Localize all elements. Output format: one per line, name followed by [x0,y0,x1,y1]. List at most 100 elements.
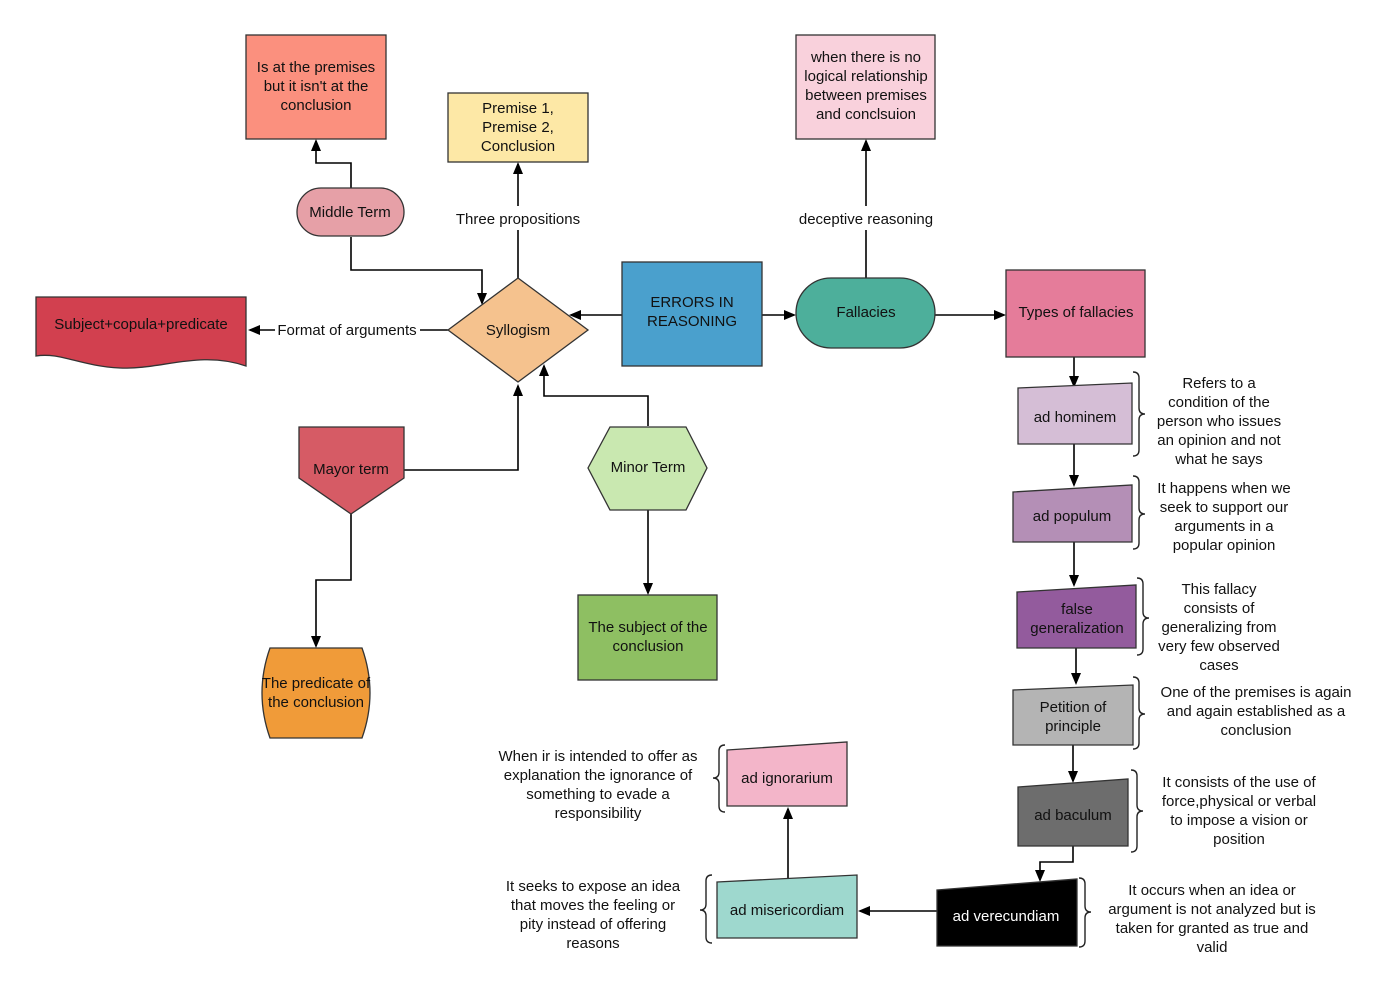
syllogism-diamond [446,277,590,383]
annotation-petition: One of the premises is again and again e… [1161,684,1352,739]
annotation-ad-populum-line-1: It happens when we [1157,480,1290,497]
subject-conclusion-box [577,594,718,681]
annotation-ad-hominem-line-4: an opinion and not [1157,432,1281,449]
annotation-ad-hominem: Refers to a condition of the person who … [1157,375,1282,468]
mayor-term-shape [298,426,405,515]
annotation-false-generalization-line-3: generalizing from [1161,619,1276,636]
deceptive-reasoning-label: deceptive reasoning [799,211,933,228]
annotation-ad-baculum: It consists of the use of force,physical… [1162,774,1317,848]
middle-def-line-2: but it isn't at the [264,78,369,95]
annotation-ad-hominem-line-5: what he says [1174,451,1263,468]
ad-populum-label: ad populum [1033,508,1111,525]
brace-ad-ignorarium [712,744,726,813]
middle-def-line-3: conclusion [281,97,352,114]
ad-ignorarium-shape [726,741,848,807]
node-ad-populum[interactable]: ad populum [1012,484,1133,543]
edge-baculum-verecundiam [1035,846,1074,882]
false-generalization-line-2: generalization [1030,620,1123,637]
deceptive-reasoning-label-bg [792,206,940,230]
node-middle-term-definition[interactable]: Is at the premises but it isn't at the c… [245,34,387,140]
brace-petition [1132,676,1146,750]
no-logical-line-1: when there is no [810,49,921,66]
node-minor-term[interactable]: Minor Term [587,426,708,511]
edge-mayor-predicate [311,514,352,648]
premises-line-2: Premise 2, [482,119,554,136]
mayor-term-label: Mayor term [313,461,389,478]
ad-hominem-label: ad hominem [1034,409,1117,426]
node-errors-in-reasoning[interactable]: ERRORS IN REASONING [621,261,763,367]
annotation-ad-ignorarium-line-3: something to evade a [526,786,670,803]
brace-ad-populum [1132,475,1146,550]
annotation-ad-hominem-line-2: condition of the [1168,394,1270,411]
node-ad-misericordiam[interactable]: ad misericordiam [716,874,858,939]
node-subject-copula-predicate[interactable]: Subject+copula+predicate [35,296,247,369]
node-fallacies[interactable]: Fallacies [795,277,936,349]
node-ad-verecundiam[interactable]: ad verecundiam [936,878,1078,947]
annotation-ad-populum-line-3: arguments in a [1174,518,1274,535]
brace-ad-baculum [1130,769,1144,853]
node-subject-of-conclusion[interactable]: The subject of the conclusion [577,594,718,681]
petition-line-1: Petition of [1040,699,1108,716]
subject-copula-shape [35,296,247,369]
node-petition-of-principle[interactable]: Petition of principle [1012,684,1134,746]
predicate-line-1: The predicate of [262,675,371,692]
annotation-ad-ignorarium-line-1: When ir is intended to offer as [499,748,698,765]
no-logical-line-4: and conclsuion [816,106,916,123]
node-types-of-fallacies[interactable]: Types of fallacies [1005,269,1146,358]
node-ad-baculum[interactable]: ad baculum [1017,778,1129,847]
brace-false-generalization [1136,577,1150,656]
brace-ad-hominem [1132,371,1146,457]
minor-term-hexagon [587,426,708,511]
middle-def-line-1: Is at the premises [257,59,375,76]
annotation-petition-line-2: and again established as a [1167,703,1346,720]
annotation-ad-baculum-line-4: position [1213,831,1265,848]
annotation-ad-misericordiam-line-1: It seeks to expose an idea [506,878,681,895]
three-propositions-label-bg [450,206,586,230]
annotation-false-generalization-line-5: cases [1199,657,1238,674]
types-label: Types of fallacies [1018,304,1133,321]
brace-ad-misericordiam [699,874,713,944]
no-logical-line-3: between premises [805,87,927,104]
node-mayor-term[interactable]: Mayor term [298,426,405,515]
annotation-ad-ignorarium-line-4: responsibility [555,805,642,822]
node-predicate-of-conclusion[interactable]: The predicate of the conclusion [261,647,371,739]
types-box [1005,269,1146,358]
fallacies-label: Fallacies [836,304,895,321]
annotation-ad-misericordiam-line-3: pity instead of offering [520,916,666,933]
middle-term-label: Middle Term [309,204,390,221]
annotation-ad-hominem-line-1: Refers to a [1182,375,1256,392]
ad-hominem-shape [1017,382,1133,445]
errors-box [621,261,763,367]
ad-populum-shape [1012,484,1133,543]
annotation-braces [699,371,1150,948]
ad-verecundiam-shape [936,878,1078,947]
errors-line-1: ERRORS IN [650,294,733,311]
node-no-logical-relationship[interactable]: when there is no logical relationship be… [795,34,936,140]
edge-minor-syllogism [539,364,649,426]
subject-conclusion-line-2: conclusion [613,638,684,655]
syllogism-label: Syllogism [486,322,550,339]
premises-line-3: Conclusion [481,138,555,155]
node-ad-ignorarium[interactable]: ad ignorarium [726,741,848,807]
annotation-ad-verecundiam-line-2: argument is not analyzed but is [1108,901,1316,918]
annotation-petition-line-3: conclusion [1221,722,1292,739]
ad-ignorarium-label: ad ignorarium [741,770,833,787]
node-middle-term[interactable]: Middle Term [296,187,405,237]
minor-term-label: Minor Term [611,459,686,476]
fallacies-pill [795,277,936,349]
annotation-ad-misericordiam-line-2: that moves the feeling or [511,897,675,914]
node-premises[interactable]: Premise 1, Premise 2, Conclusion [447,92,589,163]
ad-misericordiam-label: ad misericordiam [730,902,844,919]
annotation-ad-misericordiam: It seeks to expose an idea that moves th… [506,878,681,952]
petition-line-2: principle [1045,718,1101,735]
predicate-shape [261,647,371,739]
node-syllogism[interactable]: Syllogism [446,277,590,383]
node-ad-hominem[interactable]: ad hominem [1017,382,1133,445]
node-false-generalization[interactable]: false generalization [1016,584,1137,649]
annotation-false-generalization-line-1: This fallacy [1181,581,1257,598]
three-propositions-label: Three propositions [456,211,580,228]
petition-shape [1012,684,1134,746]
ad-misericordiam-shape [716,874,858,939]
edge-middle-definition [311,139,352,188]
